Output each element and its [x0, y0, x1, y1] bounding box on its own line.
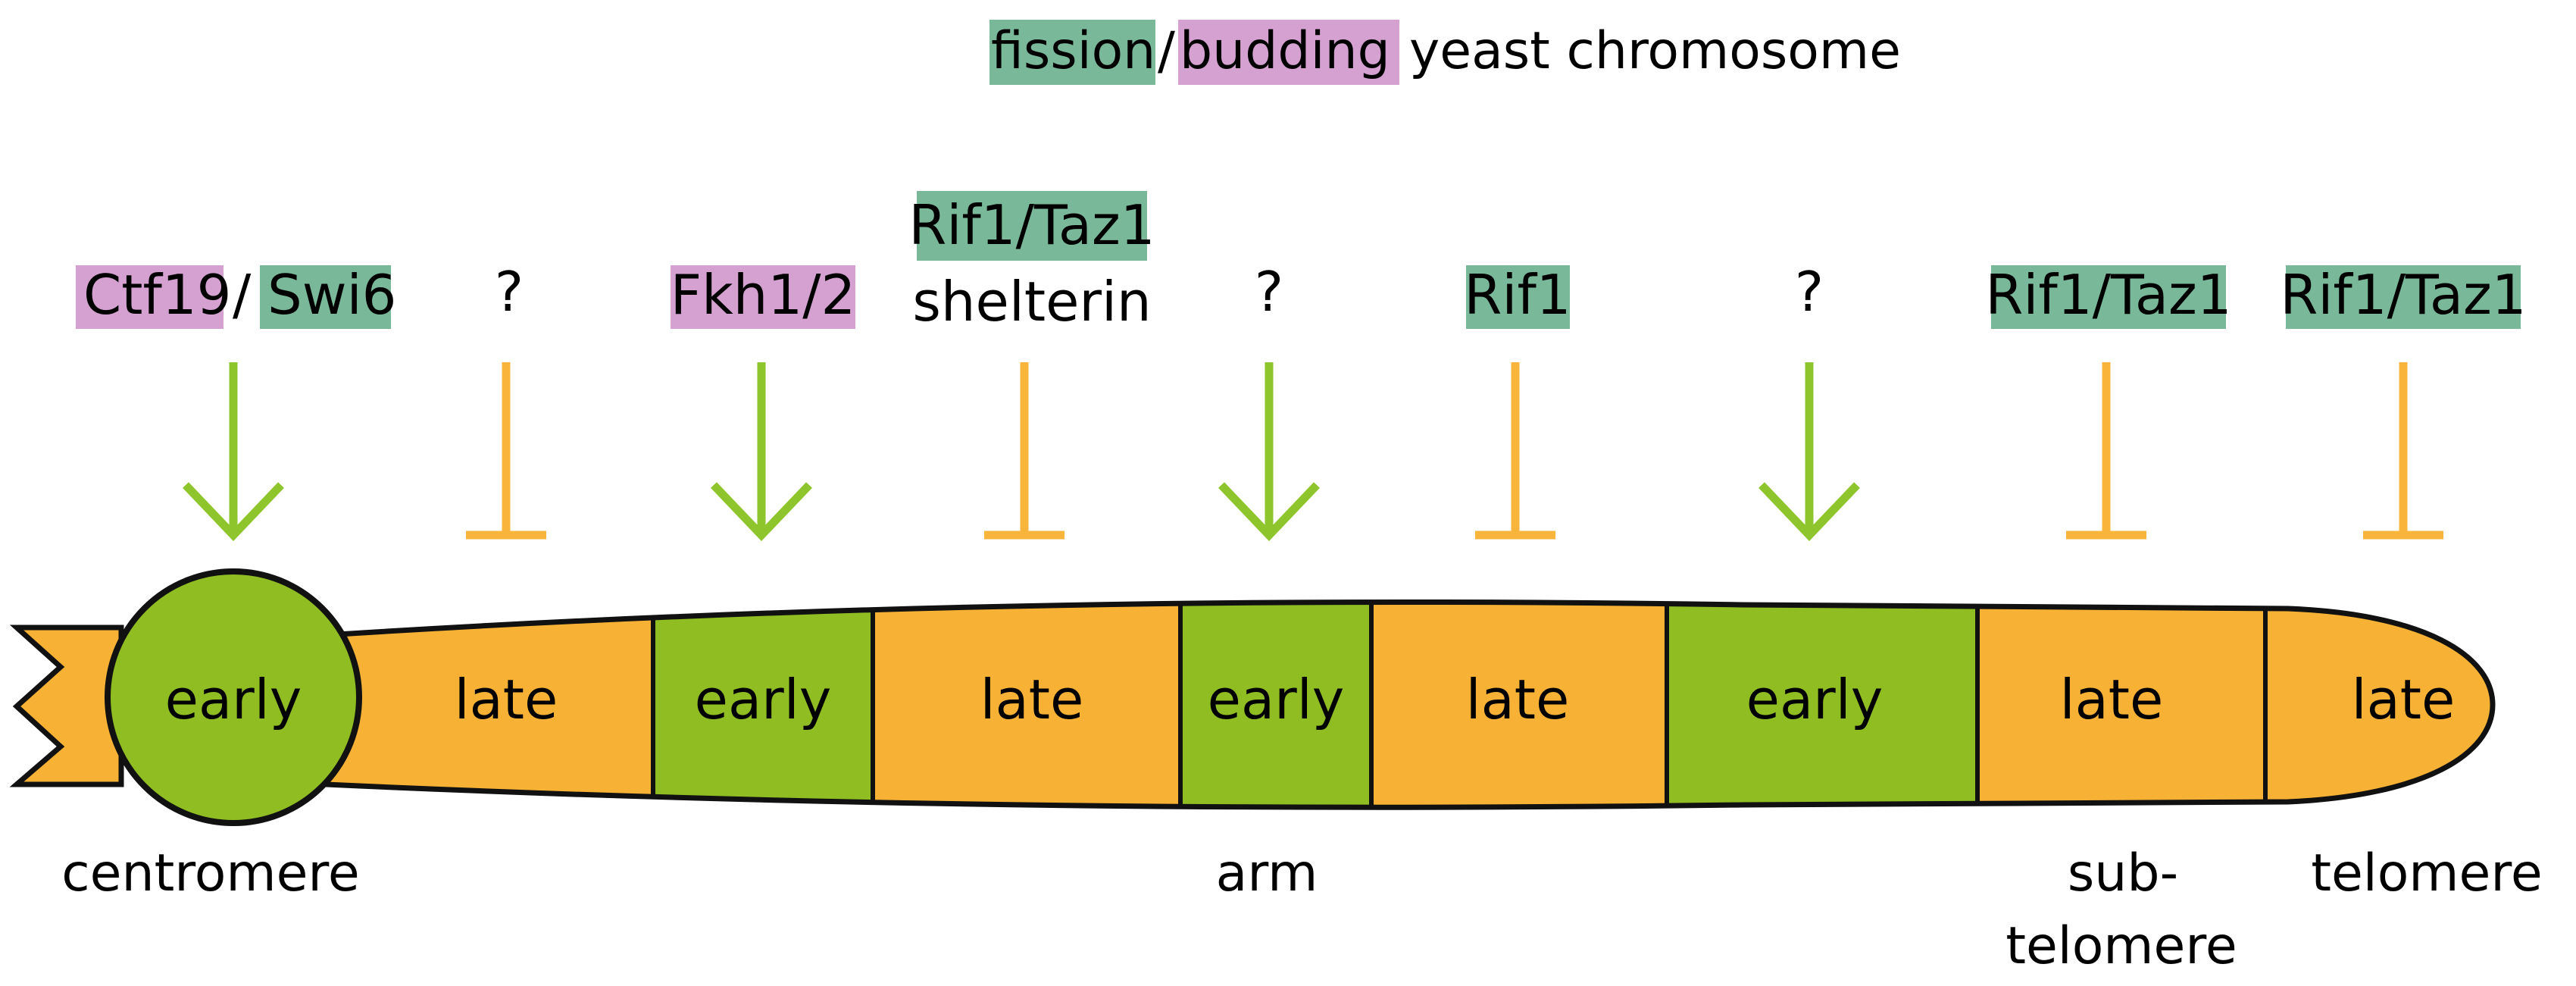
regulator-4-shelterin: shelterin: [912, 270, 1151, 333]
chromosome: [9, 568, 2496, 826]
subtelomere-label-line1: sub-: [2068, 844, 2178, 903]
title-budding-highlight: [1178, 20, 1399, 85]
region-label-3: early: [695, 668, 832, 731]
centromere-label: centromere: [61, 844, 359, 903]
segment-late-3: [873, 602, 1180, 808]
chromosome-segments: [326, 602, 2493, 808]
region-label-1: early: [165, 668, 302, 731]
regulator-1-fission: Swi6: [267, 263, 396, 327]
title-fission-highlight: [989, 20, 1155, 85]
regulator-8-fission-highlight: [1991, 265, 2226, 329]
activating-arrow-7: [1758, 362, 1860, 541]
region-labels: early late early late early late early l…: [165, 668, 2456, 731]
segment-dividers: [651, 602, 2268, 808]
regulator-5-unknown: ?: [1255, 260, 1283, 324]
activating-arrow-5: [1218, 362, 1320, 541]
regulator-3-budding-highlight: [671, 265, 855, 329]
segment-late-7: [1977, 602, 2265, 808]
inhibitory-arrow-8: [2066, 362, 2146, 540]
segment-late-1: [326, 602, 653, 808]
telomere-label: telomere: [2311, 844, 2542, 903]
regulator-9-fission-highlight: [2286, 265, 2521, 329]
region-label-6: late: [1466, 668, 1570, 731]
region-label-2: late: [455, 668, 558, 731]
regulator-1-budding-highlight: [76, 265, 224, 329]
title-separator: /: [1158, 21, 1175, 81]
title-fission: fission: [991, 21, 1155, 81]
regulator-8-fission: Rif1/Taz1: [1985, 263, 2231, 327]
regulator-1-separator: /: [233, 263, 252, 327]
region-label-4: late: [980, 668, 1084, 731]
regulator-9-fission: Rif1/Taz1: [2280, 263, 2526, 327]
regulator-3-budding: Fkh1/2: [671, 263, 856, 327]
arm-label: arm: [1216, 844, 1318, 903]
segment-early-4: [1180, 602, 1371, 808]
segment-late-5: [1371, 602, 1667, 808]
activating-arrow-3: [711, 362, 812, 541]
chromosome-outline: [323, 599, 2496, 810]
regulator-labels: Ctf19 / Swi6 ? Fkh1/2 Rif1/Taz1 shelteri…: [76, 191, 2527, 333]
title-budding: budding: [1180, 21, 1390, 81]
region-label-7: early: [1746, 668, 1884, 731]
regulator-6-fission: Rif1: [1464, 263, 1571, 327]
region-label-5: early: [1208, 668, 1345, 731]
regulator-7-unknown: ?: [1795, 260, 1824, 324]
regulator-2-unknown: ?: [495, 260, 524, 324]
title-rest: yeast chromosome: [1409, 21, 1901, 81]
regulation-arrows: [183, 362, 2443, 541]
inhibitory-arrow-2: [466, 362, 546, 540]
diagram-title: fission / budding yeast chromosome: [989, 20, 1901, 85]
inhibitory-arrow-6: [1475, 362, 1555, 540]
segment-early-2: [653, 602, 873, 808]
inhibitory-arrow-9: [2363, 362, 2443, 540]
subtelomere-label-line2: telomere: [2005, 916, 2237, 976]
activating-arrow-1: [183, 362, 284, 541]
regulator-1-fission-highlight: [260, 265, 391, 329]
domain-labels: centromere arm sub- telomere telomere: [61, 844, 2542, 976]
segment-early-6: [1667, 602, 1977, 808]
regulator-4-fission-highlight: [917, 191, 1147, 261]
regulator-6-fission-highlight: [1466, 265, 1570, 329]
region-label-9: late: [2352, 668, 2456, 731]
regulator-4-fission: Rif1/Taz1: [908, 193, 1155, 257]
regulator-1-budding: Ctf19: [83, 263, 231, 327]
region-label-8: late: [2060, 668, 2164, 731]
centromere-circle: [105, 568, 362, 826]
inhibitory-arrow-4: [984, 362, 1064, 540]
